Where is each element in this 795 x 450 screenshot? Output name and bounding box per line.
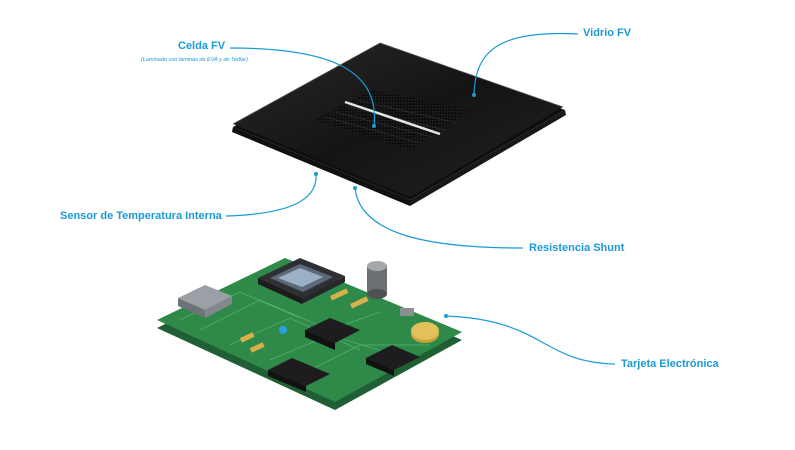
led [279,326,287,334]
electronic-board [157,258,462,410]
ic-chip-2 [268,358,330,392]
resistor [349,296,369,309]
label-resistencia-shunt: Resistencia Shunt [529,242,625,254]
busbar [344,100,441,136]
coin-battery [411,322,439,343]
label-tarjeta-electronica: Tarjeta Electrónica [621,358,719,370]
leader-vidrio [473,32,579,96]
resistor [239,332,255,343]
crystal-oscillator [178,285,232,318]
leader-tarjeta [445,315,616,365]
label-celda-fv: Celda FV [178,40,226,52]
capacitor [367,261,387,299]
ic-chip-3 [366,345,420,376]
main-chip [258,258,345,304]
leader-shunt [354,187,524,249]
leader-celda [229,47,376,127]
leader-lines [225,32,616,365]
label-sensor-temperatura: Sensor de Temperatura Interna [60,210,222,222]
label-vidrio-fv: Vidrio FV [583,27,632,39]
leader-dot [353,186,357,190]
ic-chip-1 [305,318,360,350]
label-celda-sub: (Laminado con láminas de EVA y de Tedlar… [141,57,248,63]
resistor [329,288,349,301]
component [400,308,414,316]
solar-panel [232,42,566,206]
leader-dot [314,172,318,176]
leader-dot [372,124,376,128]
leader-sensor [225,173,317,217]
leader-dot [472,93,476,97]
leader-dot [444,314,448,318]
resistor [249,342,265,353]
